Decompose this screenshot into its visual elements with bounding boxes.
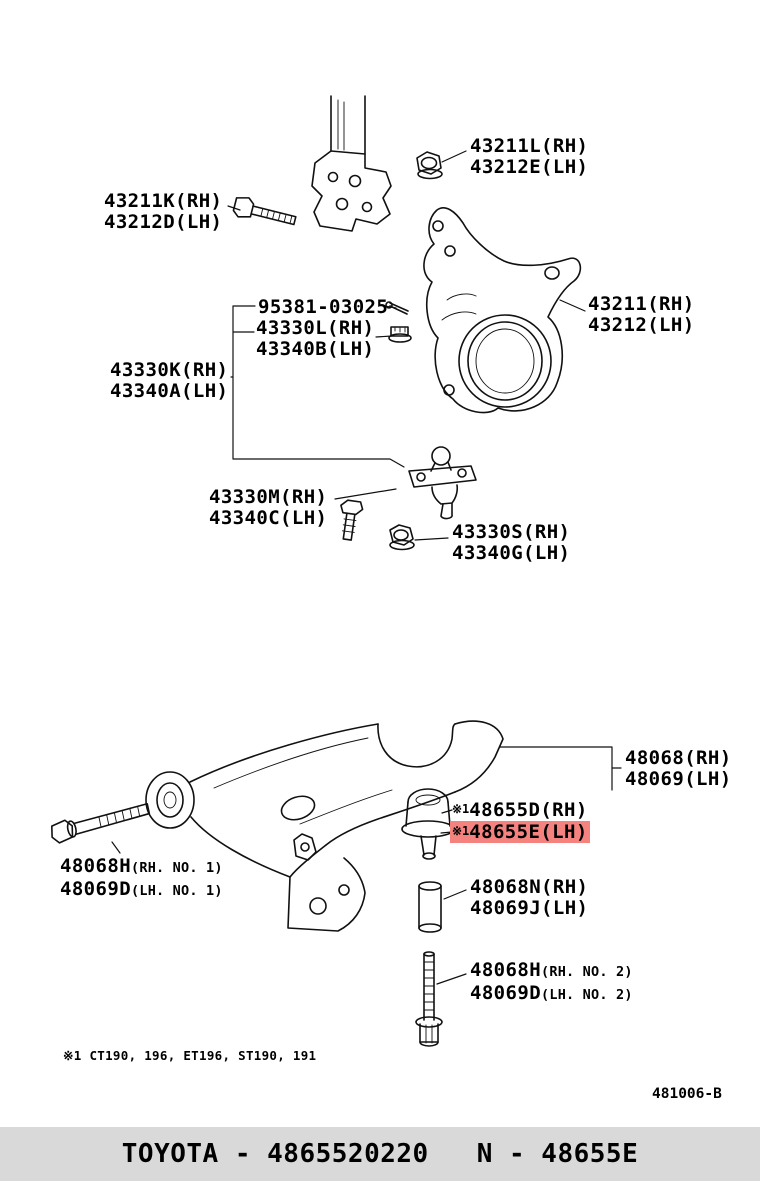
- part-number: 48069(LH): [625, 768, 732, 790]
- part-number: 43212E(LH): [470, 156, 589, 178]
- part-number: 48068N(RH): [470, 876, 589, 898]
- figure-reference-code: 481006-B: [652, 1086, 722, 1102]
- part-number-text: 48069D: [60, 878, 132, 900]
- part-number-text: 48069D: [470, 982, 542, 1004]
- footer-catalog-code: N - 48655E: [476, 1139, 639, 1169]
- applicability-footnote: ※1 CT190, 196, ET196, ST190, 191: [63, 1048, 316, 1063]
- strut-bolt-art: [232, 197, 297, 226]
- part-number-qualifier: (RH. NO. 1): [131, 860, 223, 876]
- part-label-strut-bolt: 43211K(RH) 43212D(LH): [104, 191, 222, 233]
- footnote-ref-mark: ※1: [452, 802, 470, 816]
- part-number: 48069J(LH): [470, 897, 589, 919]
- steering-knuckle-art: [423, 207, 582, 414]
- part-label-bushing: ※148655D(RH) ※148655E(LH): [450, 799, 590, 843]
- part-number: ※148655D(RH): [452, 799, 590, 821]
- part-number: 43330L(RH): [256, 317, 375, 339]
- part-label-lower-arm: 48068(RH) 48069(LH): [625, 748, 732, 790]
- part-number-qualifier: (LH. NO. 2): [541, 987, 633, 1003]
- part-number: 43340B(LH): [256, 338, 375, 360]
- part-label-ball-joint-kit: 43330K(RH) 43340A(LH): [110, 360, 228, 402]
- part-number-text: 48068H: [470, 959, 542, 981]
- footnote-ref-mark: ※1: [63, 1048, 82, 1063]
- footnote-ref-mark: ※1: [452, 824, 470, 838]
- part-number: 43211(RH): [588, 293, 695, 315]
- part-number-text: 48655E(LH): [469, 821, 588, 843]
- part-number: 43340A(LH): [110, 380, 229, 402]
- part-label-collar: 48068N(RH) 48069J(LH): [470, 877, 588, 919]
- part-number: 48069D(LH. NO. 2): [470, 983, 633, 1006]
- strut-nut-art: [416, 151, 443, 180]
- part-number: 43330S(RH): [452, 521, 571, 543]
- part-number: 43212(LH): [588, 314, 695, 336]
- part-label-arm-bolt-no2: 48068H(RH. NO. 2) 48069D(LH. NO. 2): [470, 960, 633, 1006]
- part-number: 43211L(RH): [470, 135, 589, 157]
- part-number-qualifier: (LH. NO. 1): [131, 883, 223, 899]
- ball-joint-nut-art: [389, 524, 415, 551]
- part-number: 48068(RH): [625, 747, 732, 769]
- part-number-text: 48655D(RH): [469, 799, 588, 821]
- part-number: 43330K(RH): [110, 359, 229, 381]
- ball-joint-bolt-art: [340, 499, 364, 541]
- part-label-strut-nut: 43211L(RH) 43212E(LH): [470, 136, 588, 178]
- part-label-ball-joint-nut: 43330S(RH) 43340G(LH): [452, 522, 570, 564]
- part-number: 43211K(RH): [104, 190, 223, 212]
- leader-lines: [111, 150, 622, 985]
- footnote-text: CT190, 196, ET196, ST190, 191: [89, 1048, 317, 1063]
- lower-control-arm-art: [145, 720, 504, 932]
- part-number: 48068H(RH. NO. 2): [470, 960, 633, 983]
- part-number: 43330M(RH): [209, 486, 328, 508]
- lower-ball-joint-art: [408, 446, 477, 520]
- part-number: 43212D(LH): [104, 211, 223, 233]
- collar-art: [418, 881, 442, 933]
- part-label-castle-nut: 43330L(RH) 43340B(LH): [256, 318, 374, 360]
- part-number: 48069D(LH. NO. 1): [60, 879, 223, 902]
- part-number: 43340C(LH): [209, 507, 328, 529]
- part-number-highlighted: ※148655E(LH): [450, 821, 590, 843]
- arm-rear-bolt-art: [415, 951, 443, 1047]
- footer-part-number: TOYOTA - 4865520220: [121, 1139, 429, 1169]
- part-number-text: 48068H: [60, 855, 132, 877]
- part-label-lower-ball-joint: 43330M(RH) 43340C(LH): [209, 487, 327, 529]
- part-label-knuckle: 43211(RH) 43212(LH): [588, 294, 695, 336]
- arm-front-bolt-art: [51, 802, 151, 844]
- part-number: 95381-03025: [258, 296, 389, 318]
- castle-nut-art: [388, 326, 412, 343]
- part-number: 43340G(LH): [452, 542, 571, 564]
- part-label-arm-bolt-no1: 48068H(RH. NO. 1) 48069D(LH. NO. 1): [60, 856, 223, 902]
- arm-bushing-art: [401, 788, 455, 860]
- cotter-pin-art: [385, 301, 409, 315]
- footer-plate: TOYOTA - 4865520220 N - 48655E: [0, 1127, 760, 1181]
- strut-art: [311, 95, 392, 232]
- part-number-qualifier: (RH. NO. 2): [541, 964, 633, 980]
- part-label-cotter-pin: 95381-03025: [258, 297, 388, 318]
- part-number: 48068H(RH. NO. 1): [60, 856, 223, 879]
